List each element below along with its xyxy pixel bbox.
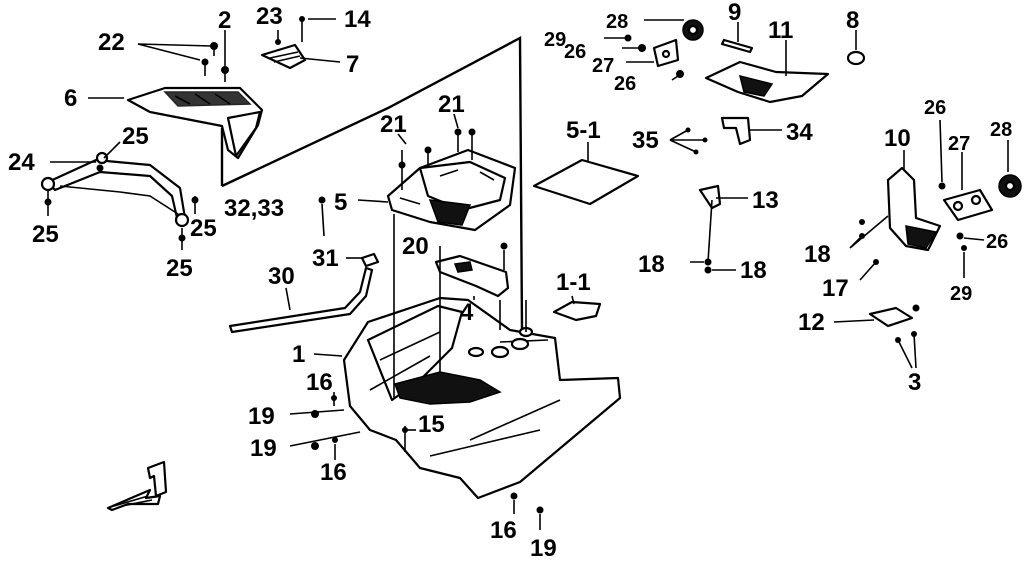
- bracket-part-34: [720, 116, 782, 146]
- mat-part-7: [260, 43, 307, 70]
- callout-5: 5: [334, 189, 347, 216]
- callout-6: 6: [64, 85, 77, 112]
- callout-25-top: 25: [122, 123, 149, 150]
- clip-part-31: [346, 252, 380, 268]
- stay-part-13: [690, 184, 748, 274]
- seal-part-8: [846, 30, 866, 66]
- callout-12: 12: [798, 309, 825, 336]
- callout-7: 7: [346, 51, 359, 78]
- callout-29-right: 29: [950, 283, 972, 305]
- callout-24: 24: [8, 149, 35, 176]
- callout-19-bottom: 19: [530, 535, 557, 562]
- screws-upper-left: [201, 16, 305, 82]
- callout-21-left: 21: [380, 111, 407, 138]
- callout-18-right: 18: [740, 257, 767, 284]
- callout-11: 11: [768, 17, 793, 44]
- callout-16-upper: 16: [306, 369, 333, 396]
- leader-5: [357, 199, 389, 203]
- front-arrow-icon: [106, 460, 168, 512]
- callout-15: 15: [418, 411, 445, 438]
- battery-box-part-5: [386, 148, 517, 232]
- callout-29-top: 29: [544, 29, 566, 51]
- reflector-part-28-a: [644, 19, 704, 41]
- callout-8: 8: [846, 7, 859, 34]
- callout-10: 10: [884, 125, 911, 152]
- callout-26-right-top: 26: [924, 97, 946, 119]
- assembly-frame: [220, 36, 524, 331]
- callout-27-top: 27: [592, 55, 614, 77]
- callout-labels: 22 2 23 14 7 6 25 24 25 25 25 21 21 5 32…: [8, 0, 1012, 562]
- pad-part-1-1: [552, 295, 602, 322]
- callout-17: 17: [822, 275, 849, 302]
- callout-16-bottom: 16: [490, 517, 517, 544]
- callout-32-33: 32,33: [224, 195, 284, 222]
- rear-rack-part-6: [126, 86, 264, 160]
- callout-18-left: 18: [638, 251, 665, 278]
- callout-28-top: 28: [606, 11, 628, 33]
- reflector-part-28-b: [998, 140, 1022, 198]
- callout-30: 30: [268, 263, 295, 290]
- bolt-32-33: [318, 196, 326, 237]
- bracket-part-27-b: [942, 152, 994, 222]
- callout-1: 1: [292, 341, 305, 368]
- bracket-part-27-a: [604, 34, 684, 81]
- callout-19-lower: 19: [250, 435, 277, 462]
- screws-3: [895, 331, 917, 369]
- grab-bar-screws: [44, 141, 199, 250]
- callout-25-bottom: 25: [166, 255, 193, 282]
- callout-2: 2: [218, 7, 231, 34]
- callout-22: 22: [98, 29, 125, 56]
- callout-31: 31: [312, 245, 339, 272]
- cover-part-11: [704, 40, 830, 104]
- callout-34: 34: [786, 119, 813, 146]
- sheet-part-5-1: [532, 142, 640, 206]
- callout-13: 13: [752, 187, 779, 214]
- callout-20: 20: [402, 233, 429, 260]
- callout-23: 23: [256, 3, 283, 30]
- rear-fender-part-1: [342, 214, 622, 500]
- callout-25-right: 25: [190, 215, 217, 242]
- callout-26-top-a: 26: [564, 41, 586, 63]
- rod-part-30: [228, 266, 374, 334]
- screws-21: [397, 113, 476, 190]
- far-right-screws: [849, 119, 985, 281]
- callout-19-upper: 19: [248, 403, 275, 430]
- callout-26-top-b: 26: [614, 73, 636, 95]
- callout-1-1: 1-1: [556, 269, 591, 296]
- callout-21-right: 21: [438, 91, 465, 118]
- callout-16-lower: 16: [320, 459, 347, 486]
- callout-4: 4: [460, 299, 474, 326]
- fender-screws: [289, 353, 544, 530]
- grab-bar-part-24: [40, 151, 190, 228]
- bracket-part-12: [833, 304, 920, 328]
- callout-14: 14: [344, 6, 371, 33]
- leaders-upper-left: [88, 18, 341, 99]
- callout-5-1: 5-1: [566, 117, 601, 144]
- callout-3: 3: [908, 369, 921, 396]
- callout-9: 9: [728, 0, 741, 26]
- bracket-part-4: [434, 242, 510, 300]
- callout-18-far-right: 18: [804, 241, 831, 268]
- screws-35: [669, 127, 708, 155]
- callout-25-left: 25: [32, 221, 59, 248]
- bracket-part-10: [886, 150, 942, 252]
- callout-26-right-bottom: 26: [986, 231, 1008, 253]
- pin-part-9: [720, 22, 754, 54]
- callout-28-right: 28: [990, 119, 1012, 141]
- callout-35: 35: [632, 127, 659, 154]
- callout-27-right: 27: [948, 133, 970, 155]
